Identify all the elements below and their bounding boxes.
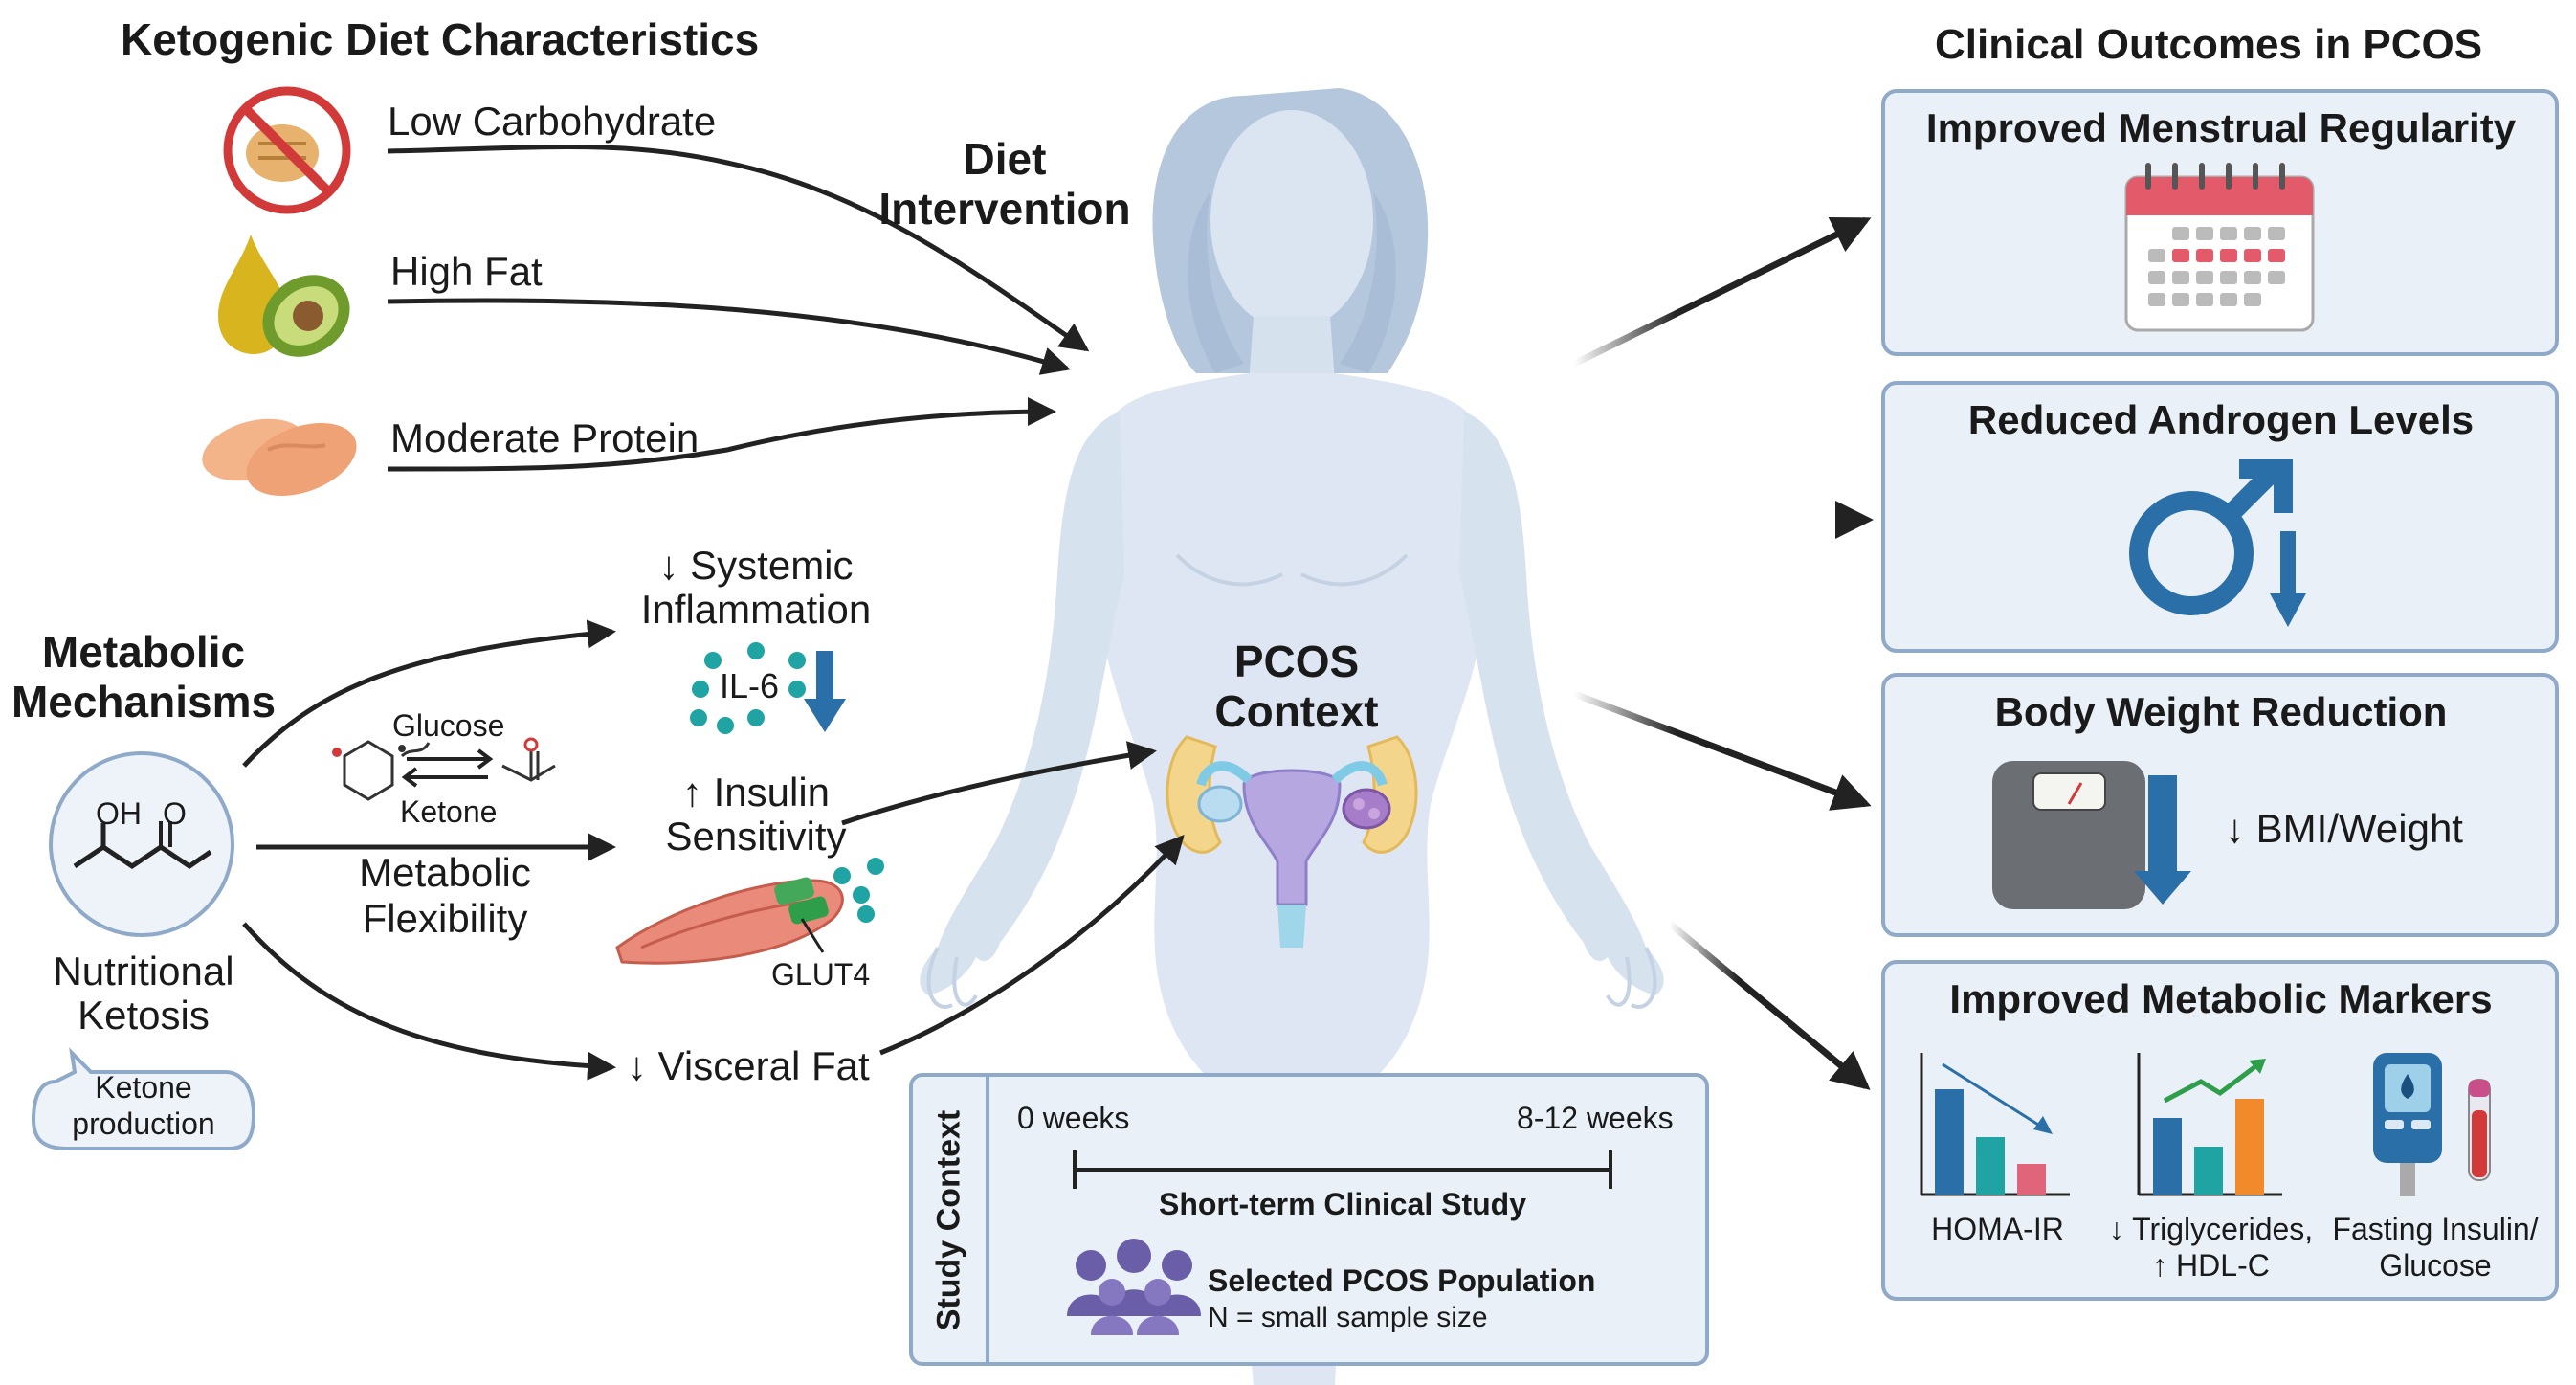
- pcos-context-label: PCOS Context: [1214, 637, 1379, 736]
- oil-avocado-icon: [218, 235, 350, 357]
- weight-arrow: [1572, 690, 1872, 811]
- androgen-title: Reduced Androgen Levels: [1967, 397, 2475, 442]
- ketone-bubble: [31, 1047, 256, 1150]
- insulin-label: ↑ Insulin Sensitivity: [665, 770, 847, 859]
- inflammation-arrow: [242, 619, 616, 768]
- diet-item-low-carb: Low Carbohydrate: [388, 99, 717, 144]
- high-fat-arrow: [387, 298, 1071, 375]
- reproductive-organs-icon: [1166, 735, 1418, 948]
- molecule-oh-label: OH: [96, 796, 142, 831]
- insulin-to-pcos-arrow: [841, 741, 1157, 826]
- visceral-arrow: [242, 922, 616, 1081]
- fasting-label: Fasting Insulin/ Glucose: [2332, 1212, 2539, 1283]
- homa-label: HOMA-IR: [1931, 1212, 2064, 1246]
- chicken-breast-icon: [202, 418, 357, 496]
- protein-arrow: [387, 397, 1056, 472]
- inflammation-label: ↓ Systemic Inflammation: [640, 543, 872, 632]
- metabolic-box: [1881, 960, 2559, 1301]
- low-carb-arrow: [387, 144, 1090, 352]
- timeline-end-label: 8-12 weeks: [1517, 1101, 1674, 1135]
- study-context-label: Study Context: [930, 1109, 967, 1331]
- glucose-label: Glucose: [392, 708, 505, 743]
- sample-size-label: N = small sample size: [1208, 1302, 1488, 1333]
- molecule-o-label: O: [163, 796, 187, 831]
- diet-title: Ketogenic Diet Characteristics: [121, 14, 760, 64]
- mechanisms-title: Metabolic Mechanisms: [11, 627, 277, 726]
- outcomes-title: Clinical Outcomes in PCOS: [1935, 21, 2483, 68]
- ketone-production-label: Ketone production: [72, 1070, 215, 1141]
- no-bread-icon: [223, 86, 351, 214]
- metabolic-title: Improved Metabolic Markers: [1949, 976, 2493, 1021]
- visceral-to-pcos-arrow: [879, 835, 1185, 1056]
- visceral-label: ↓ Visceral Fat: [627, 1043, 870, 1088]
- metabolic-arrow: [1667, 921, 1871, 1090]
- diet-intervention-label: Diet Intervention: [878, 134, 1131, 234]
- lipid-chart-icon: [2137, 1053, 2282, 1196]
- population-label: Selected PCOS Population: [1208, 1263, 1596, 1298]
- glucose-ketone-icon: [332, 737, 556, 801]
- diet-item-high-fat: High Fat: [390, 249, 543, 294]
- timeline-start-label: 0 weeks: [1017, 1101, 1130, 1135]
- menstrual-title: Improved Menstrual Regularity: [1925, 105, 2517, 150]
- il6-label: IL-6: [720, 666, 780, 705]
- homa-chart-icon: [1920, 1053, 2070, 1196]
- ketone-label: Ketone: [400, 794, 498, 829]
- muscle-glut4-icon: [615, 858, 884, 965]
- population-group-icon: [1067, 1239, 1201, 1335]
- calendar-icon: [2124, 163, 2315, 332]
- flexibility-label: Metabolic Flexibility: [359, 850, 531, 941]
- lipids-label: ↓ Triglycerides, ↑ HDL-C: [2108, 1212, 2314, 1283]
- diet-item-protein: Moderate Protein: [390, 415, 700, 460]
- weight-title: Body Weight Reduction: [1994, 689, 2448, 734]
- glut4-label: GLUT4: [771, 957, 871, 992]
- glucometer-icon: [2373, 1053, 2491, 1196]
- menstrual-arrow: [1572, 216, 1872, 368]
- scale-icon: [1992, 761, 2191, 909]
- bmi-label: ↓ BMI/Weight: [2225, 806, 2463, 851]
- study-type-label: Short-term Clinical Study: [1158, 1187, 1527, 1221]
- ketosis-label: Nutritional Ketosis: [53, 949, 234, 1038]
- male-symbol-down-icon: [2129, 459, 2306, 627]
- il6-icon: [690, 642, 846, 734]
- ketone-molecule-icon: [49, 751, 234, 937]
